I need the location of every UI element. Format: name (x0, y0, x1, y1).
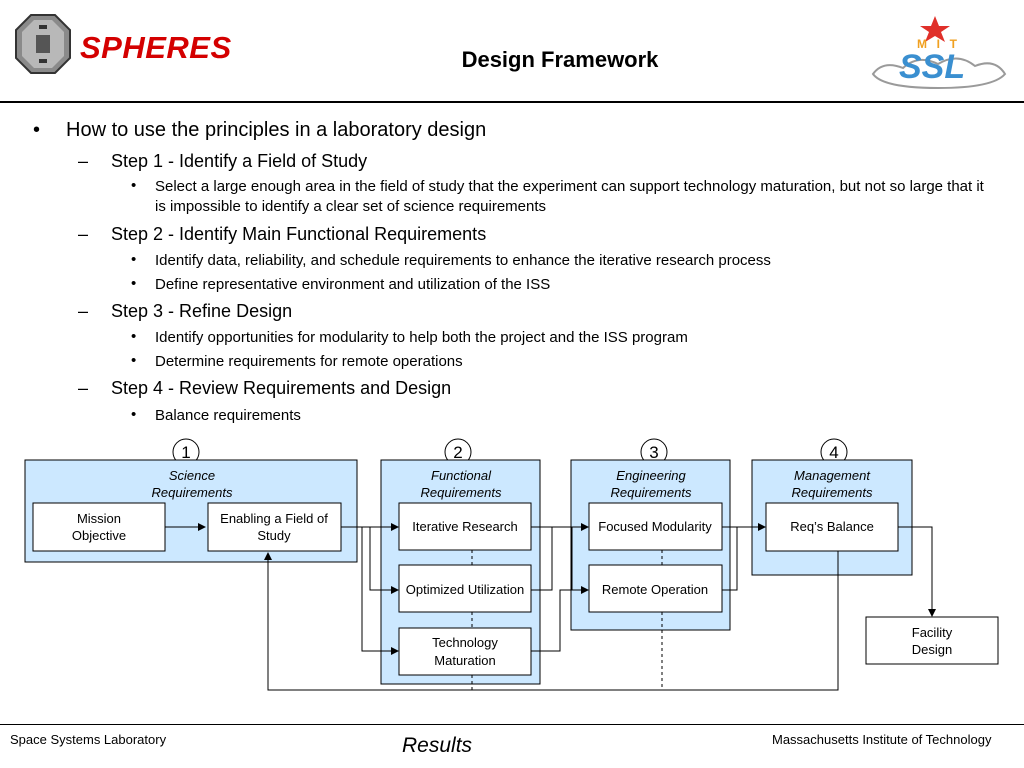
group-management-title-1: Management (794, 468, 871, 483)
node-mission-objective-line-1: Mission (77, 511, 121, 526)
footer-lab-name: Space Systems Laboratory (10, 732, 167, 747)
node-optimized-utilization-label: Optimized Utilization (406, 582, 525, 597)
node-mission-objective-line-2: Objective (72, 528, 126, 543)
node-enabling-field-line-2: Study (257, 528, 291, 543)
group-science-title-1: Science (169, 468, 215, 483)
node-technology-maturation (398, 627, 532, 676)
group-management-title-2: Requirements (792, 485, 873, 500)
node-technology-maturation-line-1: Technology (432, 635, 498, 650)
step-number-2: 2 (444, 438, 472, 466)
node-remote-operation-label: Remote Operation (602, 582, 708, 597)
node-reqs-balance (765, 502, 899, 552)
footer-rule (0, 724, 1024, 725)
ssl-logo-icon: M I T SSL (871, 16, 1007, 90)
node-facility-design-line-2: Design (912, 642, 952, 657)
node-reqs-balance-label: Req’s Balance (790, 519, 874, 534)
svg-text:1: 1 (181, 443, 190, 462)
group-science-title-2: Requirements (152, 485, 233, 500)
group-functional-title-1: Functional (431, 468, 492, 483)
node-facility-design (865, 616, 999, 665)
node-iterative-research (398, 502, 532, 551)
page-title: Design Framework (461, 47, 659, 72)
svg-text:2: 2 (453, 443, 462, 462)
brand-name: SPHERES (80, 30, 232, 65)
group-engineering-title-1: Engineering (616, 468, 686, 483)
node-remote-operation (588, 564, 723, 613)
node-iterative-research-label: Iterative Research (412, 519, 518, 534)
footer-institution: Massachusetts Institute of Technology (772, 732, 992, 747)
svg-text:4: 4 (829, 443, 838, 462)
node-enabling-field (207, 502, 342, 552)
node-technology-maturation-line-2: Maturation (434, 653, 495, 668)
group-engineering-title-2: Requirements (611, 485, 692, 500)
group-functional-title-2: Requirements (421, 485, 502, 500)
node-focused-modularity-label: Focused Modularity (598, 519, 712, 534)
footer-section-title: Results (402, 734, 473, 757)
node-facility-design-line-1: Facility (912, 625, 953, 640)
node-enabling-field-line-1: Enabling a Field of (220, 511, 328, 526)
ssl-logo-text: SSL (899, 48, 965, 86)
node-optimized-utilization (398, 564, 532, 613)
step-number-1: 1 (172, 438, 200, 466)
svg-text:3: 3 (649, 443, 658, 462)
node-mission-objective (32, 502, 166, 552)
node-focused-modularity (588, 502, 723, 551)
header-rule (0, 101, 1024, 103)
spheres-logo-icon (15, 14, 71, 74)
